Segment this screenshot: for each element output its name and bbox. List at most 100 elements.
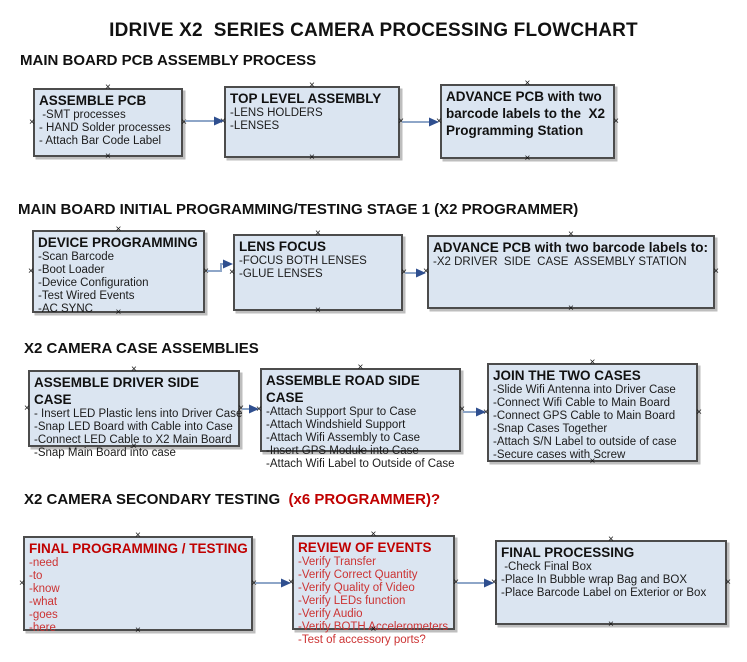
- box-title: ASSEMBLE ROAD SIDE CASE: [266, 373, 424, 405]
- box-title: JOIN THE TWO CASES: [493, 368, 641, 383]
- box-item: -AC SYNC: [38, 303, 93, 315]
- box-item: -Attach Support Spur to Case: [266, 406, 417, 418]
- box-item: -LENSES: [230, 120, 280, 132]
- box-item: -Connect LED Cable to X2 Main Board: [34, 434, 232, 446]
- box-item-list: - Insert LED Plastic lens into Driver Ca…: [34, 408, 243, 460]
- anchor-x-icon: ×: [181, 116, 187, 128]
- box-item: -Attach Wifi Assembly to Case: [266, 432, 421, 444]
- box-item: - Insert LED Plastic lens into Driver Ca…: [34, 408, 243, 420]
- box-final-processing: FINAL PROCESSING -Check Final Box-Place …: [491, 535, 731, 630]
- box-item-list: -FOCUS BOTH LENSES-GLUE LENSES: [239, 255, 401, 281]
- anchor-x-icon: ×: [288, 576, 294, 588]
- box-item: -Snap Cases Together: [493, 423, 608, 435]
- box-item: -here: [29, 622, 56, 634]
- section-heading-pcb-assembly: MAIN BOARD PCB ASSEMBLY PROCESS: [20, 52, 317, 69]
- anchor-x-icon: ×: [613, 115, 619, 127]
- box-item-list: -Slide Wifi Antenna into Driver Case-Con…: [493, 384, 696, 462]
- anchor-x-icon: ×: [725, 576, 731, 588]
- box-advance-pcb-row2: ADVANCE PCB with two barcode labels to: …: [423, 230, 719, 314]
- box-item: -Attach S/N Label to outside of case: [493, 436, 677, 448]
- box-title: FINAL PROCESSING: [501, 545, 635, 560]
- anchor-x-icon: ×: [105, 151, 111, 162]
- anchor-x-icon: ×: [524, 153, 531, 164]
- anchor-x-icon: ×: [491, 576, 497, 588]
- box-top-level-assembly: TOP LEVEL ASSEMBLY -LENS HOLDERS-LENSES …: [220, 81, 404, 163]
- anchor-x-icon: ×: [459, 404, 465, 415]
- box-item: -Verify Transfer: [298, 556, 376, 568]
- box-item: -Verify BOTH Accelerometers: [298, 621, 449, 633]
- anchor-x-icon: ×: [696, 406, 702, 418]
- box-join-the-two-cases: JOIN THE TWO CASES -Slide Wifi Antenna i…: [483, 358, 702, 467]
- box-item-list: -Attach Support Spur to Case-Attach Wind…: [266, 406, 459, 471]
- box-title: DEVICE PROGRAMMING: [38, 235, 198, 250]
- box-item: -LENS HOLDERS: [230, 107, 323, 119]
- box-item: -Attach Windshield Support: [266, 419, 406, 431]
- box-item: -FOCUS BOTH LENSES: [239, 255, 367, 267]
- box-item-list: -LENS HOLDERS-LENSES: [230, 107, 398, 133]
- anchor-x-icon: ×: [398, 116, 404, 127]
- box-title: TOP LEVEL ASSEMBLY: [230, 91, 382, 106]
- anchor-x-icon: ×: [203, 265, 209, 277]
- anchor-x-icon: ×: [315, 305, 321, 316]
- box-item: -Connect Wifi Cable to Main Board: [493, 397, 671, 409]
- box-item: -Verify LEDs function: [298, 595, 406, 607]
- box-title: ADVANCE PCB with two barcode labels to:: [433, 240, 709, 255]
- box-item: -goes: [29, 609, 58, 621]
- box-item-list: -Scan Barcode-Boot Loader-Device Configu…: [38, 251, 203, 316]
- box-device-programming: DEVICE PROGRAMMING -Scan Barcode-Boot Lo…: [28, 225, 209, 318]
- box-item: -Device Configuration: [38, 277, 149, 289]
- anchor-x-icon: ×: [453, 576, 459, 588]
- box-title: REVIEW OF EVENTS: [298, 540, 432, 555]
- box-item: -Check Final Box: [501, 561, 592, 573]
- box-final-programming-testing: FINAL PROGRAMMING / TESTING -need-to-kno…: [19, 531, 257, 636]
- box-item: -SMT processes: [39, 109, 126, 121]
- box-item: -Insert GPS Module into Case: [266, 445, 419, 457]
- box-advance-pcb-row1: ADVANCE PCB with two barcode labels to t…: [436, 79, 619, 164]
- box-item-list: -Verify Transfer-Verify Correct Quantity…: [298, 556, 453, 647]
- anchor-x-icon: ×: [423, 266, 429, 277]
- box-item: -Scan Barcode: [38, 251, 115, 263]
- box-item-list: -X2 DRIVER SIDE CASE ASSEMBLY STATION: [433, 256, 713, 269]
- box-item: -know: [29, 583, 60, 595]
- anchor-x-icon: ×: [19, 577, 25, 589]
- box-item: -Connect GPS Cable to Main Board: [493, 410, 676, 422]
- box-item: -X2 DRIVER SIDE CASE ASSEMBLY STATION: [433, 256, 687, 268]
- box-item: -Test Wired Events: [38, 290, 135, 302]
- box-title: FINAL PROGRAMMING / TESTING: [29, 541, 248, 556]
- box-title: ADVANCE PCB with two barcode labels to t…: [446, 89, 609, 138]
- box-item: -to: [29, 570, 43, 582]
- page-title: IDRIVE X2 SERIES CAMERA PROCESSING FLOWC…: [109, 20, 638, 41]
- box-item: -need: [29, 557, 59, 569]
- anchor-x-icon: ×: [713, 266, 719, 277]
- box-item: -Snap LED Board with Cable into Case: [34, 421, 233, 433]
- heading-red-part: (x6 PROGRAMMER)?: [288, 491, 441, 508]
- anchor-x-icon: ×: [29, 116, 35, 128]
- section-heading-secondary-testing: X2 CAMERA SECONDARY TESTING (x6 PROGRAMM…: [24, 491, 440, 508]
- anchor-x-icon: ×: [401, 266, 407, 278]
- box-item: -Slide Wifi Antenna into Driver Case: [493, 384, 676, 396]
- box-assemble-pcb: ASSEMBLE PCB -SMT processes- HAND Solder…: [29, 83, 187, 162]
- anchor-x-icon: ×: [24, 402, 30, 414]
- anchor-x-icon: ×: [256, 404, 262, 415]
- anchor-x-icon: ×: [229, 266, 235, 278]
- box-item: -Place In Bubble wrap Bag and BOX: [501, 574, 688, 586]
- box-item: -Boot Loader: [38, 264, 105, 276]
- box-item: -Verify Quality of Video: [298, 582, 415, 594]
- box-title: ASSEMBLE PCB: [39, 93, 147, 108]
- box-review-of-events: REVIEW OF EVENTS -Verify Transfer-Verify…: [288, 530, 459, 647]
- box-lens-focus: LENS FOCUS -FOCUS BOTH LENSES-GLUE LENSE…: [229, 229, 407, 316]
- anchor-x-icon: ×: [220, 116, 226, 127]
- box-item-list: -Check Final Box-Place In Bubble wrap Ba…: [501, 561, 725, 600]
- section-heading-initial-programming: MAIN BOARD INITIAL PROGRAMMING/TESTING S…: [18, 201, 579, 218]
- box-assemble-road-side-case: ASSEMBLE ROAD SIDE CASE -Attach Support …: [256, 363, 465, 471]
- box-item: -Attach Wifi Label to Outside of Case: [266, 458, 455, 470]
- anchor-x-icon: ×: [608, 619, 614, 630]
- box-item-list: -need-to-know-what-goes-here: [29, 557, 251, 635]
- box-item: -Verify Audio: [298, 608, 363, 620]
- anchor-x-icon: ×: [483, 406, 489, 418]
- box-item: - HAND Solder processes: [39, 122, 171, 134]
- box-assemble-driver-side-case: ASSEMBLE DRIVER SIDE CASE - Insert LED P…: [24, 365, 244, 460]
- box-item: -Place Barcode Label on Exterior or Box: [501, 587, 707, 599]
- anchor-x-icon: ×: [436, 115, 442, 127]
- anchor-x-icon: ×: [251, 577, 257, 589]
